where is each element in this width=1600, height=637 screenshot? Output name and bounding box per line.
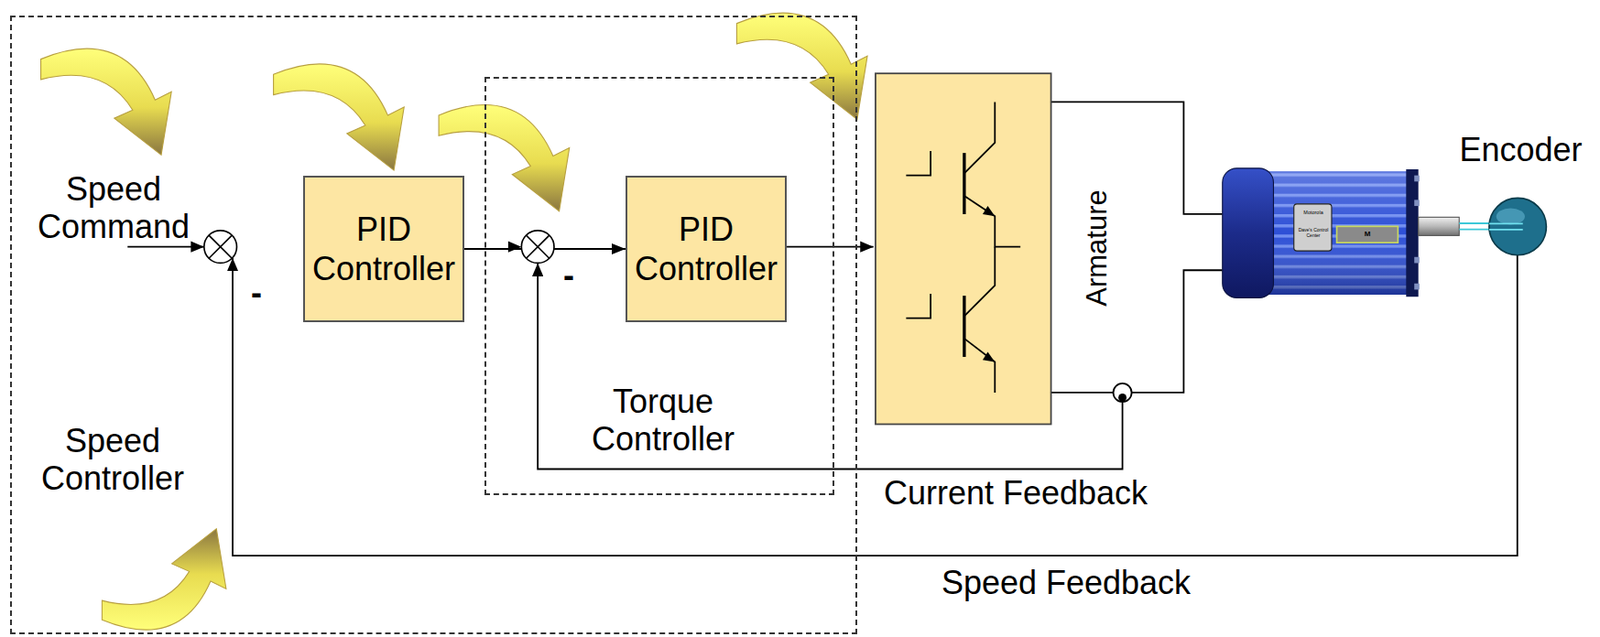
- signal-name: Speed Command: [37, 170, 190, 246]
- signal-wire: [786, 246, 874, 249]
- current-sensor: [1118, 393, 1127, 403]
- signal-wire: [127, 246, 205, 249]
- dc-motor: [1222, 168, 1274, 298]
- inverter-bridge: [905, 101, 1021, 393]
- dc-motor: [1405, 169, 1418, 297]
- armature-wire: [1131, 270, 1223, 393]
- motor-badge-text: Dave's Control Center: [1298, 227, 1329, 239]
- summing-junction: [521, 230, 555, 264]
- armature-wire: [1051, 391, 1114, 394]
- encoder-disc: [1489, 197, 1546, 255]
- armature-wire: [1051, 101, 1223, 393]
- sign-mark: -: [250, 273, 262, 312]
- dc-motor: [1414, 199, 1420, 207]
- dc-motor: [1262, 171, 1408, 295]
- motor-badge-text: M: [1364, 229, 1372, 239]
- dc-motor: [1414, 283, 1420, 291]
- signal-name: Current Feedback: [883, 474, 1148, 512]
- torque-controller-group: Torque Controller PID Controller: [484, 76, 835, 496]
- sign-mark: -: [563, 256, 575, 294]
- inverter-bridge: [962, 295, 966, 358]
- encoder-disc: [1496, 208, 1525, 226]
- inverter-bridge: [962, 152, 966, 215]
- part-name: Encoder: [1454, 130, 1588, 169]
- summing-junction: [204, 230, 238, 264]
- signal-name: Current Feedback: [883, 474, 1148, 512]
- dc-motor: [1337, 226, 1399, 243]
- current-sensor: [1113, 383, 1132, 403]
- callout-arrow: [101, 529, 226, 631]
- group-label: Torque Controller: [562, 382, 764, 459]
- drive-illustration: [41, 12, 1518, 631]
- encoder-disc: [1489, 223, 1524, 230]
- dc-motor: [1262, 171, 1408, 295]
- callout-arrow: [41, 48, 173, 155]
- signal-name: Speed Command: [16, 170, 211, 247]
- inverter-bridge: [964, 247, 995, 317]
- motor-badge-text: Motorola: [1295, 209, 1332, 216]
- motor-shaft: [1418, 217, 1496, 236]
- armature-wire: [1051, 101, 1223, 215]
- motor-shaft: [1418, 217, 1460, 236]
- group-label: Speed Controller: [21, 422, 205, 499]
- current-sensor: [1113, 383, 1132, 403]
- terminal-name: Armature: [1080, 189, 1114, 306]
- dc-motor: [1414, 175, 1420, 183]
- pid-controller: PID Controller: [303, 175, 465, 323]
- callout-arrow: [273, 64, 405, 171]
- summing-junction: [526, 235, 550, 259]
- inverter-bridge: [964, 195, 1021, 248]
- callout-arrow: [41, 12, 868, 631]
- inverter-bridge: [875, 73, 1052, 425]
- inverter-bridge: [905, 151, 931, 176]
- encoder: Encoder: [1454, 130, 1588, 258]
- motor-badge-text: M: [1364, 229, 1372, 239]
- dc-motor: [1414, 257, 1420, 264]
- inverter-bridge: [982, 206, 995, 217]
- summing-junction: [508, 240, 522, 252]
- motor-badge-text: Motorola: [1303, 209, 1323, 216]
- box-label: PID Controller: [304, 209, 463, 289]
- box-label: PID Controller: [627, 209, 785, 289]
- callout-arrow: [736, 12, 868, 120]
- sign-mark: -: [563, 256, 575, 294]
- dc-motor: [1294, 204, 1332, 251]
- inverter-bridge: [982, 351, 995, 362]
- inverter-bridge: [875, 73, 1052, 425]
- terminal-name: Armature: [1080, 189, 1113, 306]
- inverter-bridge: [964, 101, 995, 174]
- sign-mark: -: [250, 273, 262, 312]
- signal-name: Speed Feedback: [941, 564, 1191, 602]
- inverter-bridge: [905, 293, 931, 319]
- inverter-bridge: [964, 338, 995, 393]
- motor-badge-text: Dave's Control Center: [1296, 228, 1330, 239]
- speed-controller-group: Speed ControllerPID ControllerTorque Con…: [10, 15, 858, 635]
- signal-name: Speed Feedback: [941, 564, 1191, 602]
- dc-motor: [1222, 168, 1420, 298]
- pid-controller: PID Controller: [625, 175, 787, 323]
- summing-junction: [208, 235, 232, 259]
